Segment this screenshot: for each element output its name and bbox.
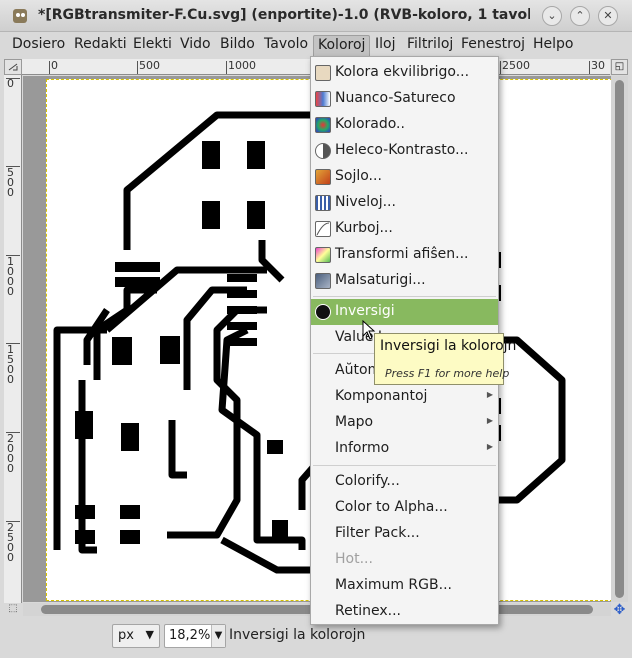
menu-item-invert[interactable]: Inversigi (311, 299, 498, 325)
menu-item-info[interactable]: Informo ▶ (335, 440, 493, 456)
submenu-arrow-icon: ▶ (486, 416, 493, 425)
ruler-label: 1500 (7, 343, 14, 386)
menu-item-posterize[interactable]: Transformi afiŝen... (311, 242, 498, 268)
menu-item-color-balance[interactable]: Kolora ekvilibrigo... (311, 60, 498, 86)
menu-item-threshold[interactable]: Sojlo... (311, 164, 498, 190)
ruler-label: 1000 (7, 255, 14, 298)
menu-tavolo[interactable]: Tavolo (264, 36, 309, 52)
menu-item-colorify[interactable]: Colorify... (335, 473, 400, 489)
menu-dosiero[interactable]: Dosiero (12, 36, 66, 52)
minimize-button[interactable]: ⌄ (542, 6, 562, 26)
vertical-scroll-thumb[interactable] (615, 80, 624, 598)
menu-item-levels[interactable]: Niveloj... (311, 190, 498, 216)
quick-mask-button[interactable]: ⬚ (6, 603, 20, 616)
menu-item-components[interactable]: Komponantoj ▶ (335, 388, 493, 404)
levels-icon (315, 195, 331, 211)
submenu-arrow-icon: ▶ (486, 390, 493, 399)
menu-item-map[interactable]: Mapo ▶ (335, 414, 493, 430)
ruler-label: 0 (51, 59, 58, 72)
menu-elekti[interactable]: Elekti (133, 36, 172, 52)
ruler-label: 2000 (7, 432, 14, 475)
window-title: *[RGBtransmiter-F.Cu.svg] (enportite)-1.… (38, 7, 530, 23)
close-button[interactable]: ✕ (598, 6, 618, 26)
title-bar: *[RGBtransmiter-F.Cu.svg] (enportite)-1.… (0, 0, 632, 32)
menu-item-colorize[interactable]: Kolorado.. (311, 112, 498, 138)
navigate-icon: ◱ (614, 61, 625, 72)
color-balance-icon (315, 65, 331, 81)
app-icon (13, 9, 27, 23)
invert-icon (315, 304, 331, 320)
menu-separator (313, 465, 496, 466)
threshold-icon (315, 169, 331, 185)
dropdown-arrow-icon: ▼ (211, 625, 225, 647)
menu-item-filter-pack[interactable]: Filter Pack... (335, 525, 420, 541)
menu-item-color-to-alpha[interactable]: Color to Alpha... (335, 499, 448, 515)
ruler-label: 500 (7, 166, 14, 199)
brightness-contrast-icon (315, 143, 331, 159)
ruler-label: 0 (7, 77, 14, 90)
menu-item-brightness-contrast[interactable]: Heleco-Kontrasto... (311, 138, 498, 164)
ruler-label: 500 (139, 59, 160, 72)
ruler-label: 2500 (7, 521, 14, 564)
dropdown-arrow-icon: ▼ (145, 628, 154, 641)
mouse-pointer-icon (362, 320, 376, 340)
hue-saturation-icon (315, 91, 331, 107)
menu-bar: Dosiero Redakti Elekti Vido Bildo Tavolo… (0, 33, 632, 57)
tooltip-title: Inversigi la kolorojn (380, 338, 517, 354)
menu-filtriloj[interactable]: Filtriloj (407, 36, 454, 52)
menu-bildo[interactable]: Bildo (220, 36, 255, 52)
close-icon: ✕ (603, 9, 613, 22)
minimize-icon: ⌄ (547, 9, 557, 22)
dotted-square-icon: ⬚ (8, 603, 18, 614)
menu-vido[interactable]: Vido (180, 36, 211, 52)
menu-redakti[interactable]: Redakti (74, 36, 127, 52)
zoom-value: 18,2% (169, 628, 211, 643)
menu-separator (313, 296, 496, 297)
navigation-move-button[interactable]: ✥ (611, 603, 628, 618)
menu-item-maximum-rgb[interactable]: Maximum RGB... (335, 577, 452, 593)
menu-helpo[interactable]: Helpo (533, 36, 574, 52)
ruler-corner-button[interactable] (4, 59, 22, 75)
menu-item-hue-saturation[interactable]: Nuanco-Satureco (311, 86, 498, 112)
menu-fenestroj[interactable]: Fenestroj (461, 36, 526, 52)
ruler-label: 2500 (502, 59, 530, 72)
unit-selector[interactable]: px ▼ (112, 624, 160, 648)
desaturate-icon (315, 273, 331, 289)
tooltip-hint: Press F1 for more help (385, 367, 510, 380)
menu-item-desaturate[interactable]: Malsaturigi... (311, 268, 498, 294)
ruler-label: 30 (591, 59, 605, 72)
posterize-icon (315, 247, 331, 263)
menu-item-retinex[interactable]: Retinex... (335, 603, 401, 619)
vertical-ruler[interactable]: 0 500 1000 1500 2000 2500 (4, 75, 22, 603)
zoom-selector[interactable]: 18,2% ▼ (164, 624, 226, 648)
menu-item-auto[interactable]: Aŭtom (335, 362, 382, 378)
unit-value: px (118, 628, 134, 643)
submenu-arrow-icon: ▶ (486, 442, 493, 451)
colorize-icon (315, 117, 331, 133)
menu-koloroj[interactable]: Koloroj (313, 35, 371, 56)
menu-item-curves[interactable]: Kurboj... (311, 216, 498, 242)
menu-iloj[interactable]: Iloj (375, 36, 396, 52)
quick-mask-toggle-icon (8, 63, 18, 71)
maximize-button[interactable]: ⌃ (570, 6, 590, 26)
tooltip: Inversigi la kolorojn Press F1 for more … (374, 333, 516, 385)
navigate-button[interactable]: ◱ (611, 59, 628, 75)
curves-icon (315, 221, 331, 237)
menu-item-hot: Hot... (335, 551, 373, 567)
vertical-scrollbar[interactable] (611, 76, 628, 602)
maximize-icon: ⌃ (575, 9, 585, 22)
status-message: Inversigi la kolorojn (229, 627, 366, 643)
move-arrows-icon: ✥ (613, 602, 626, 618)
ruler-label: 1000 (228, 59, 256, 72)
